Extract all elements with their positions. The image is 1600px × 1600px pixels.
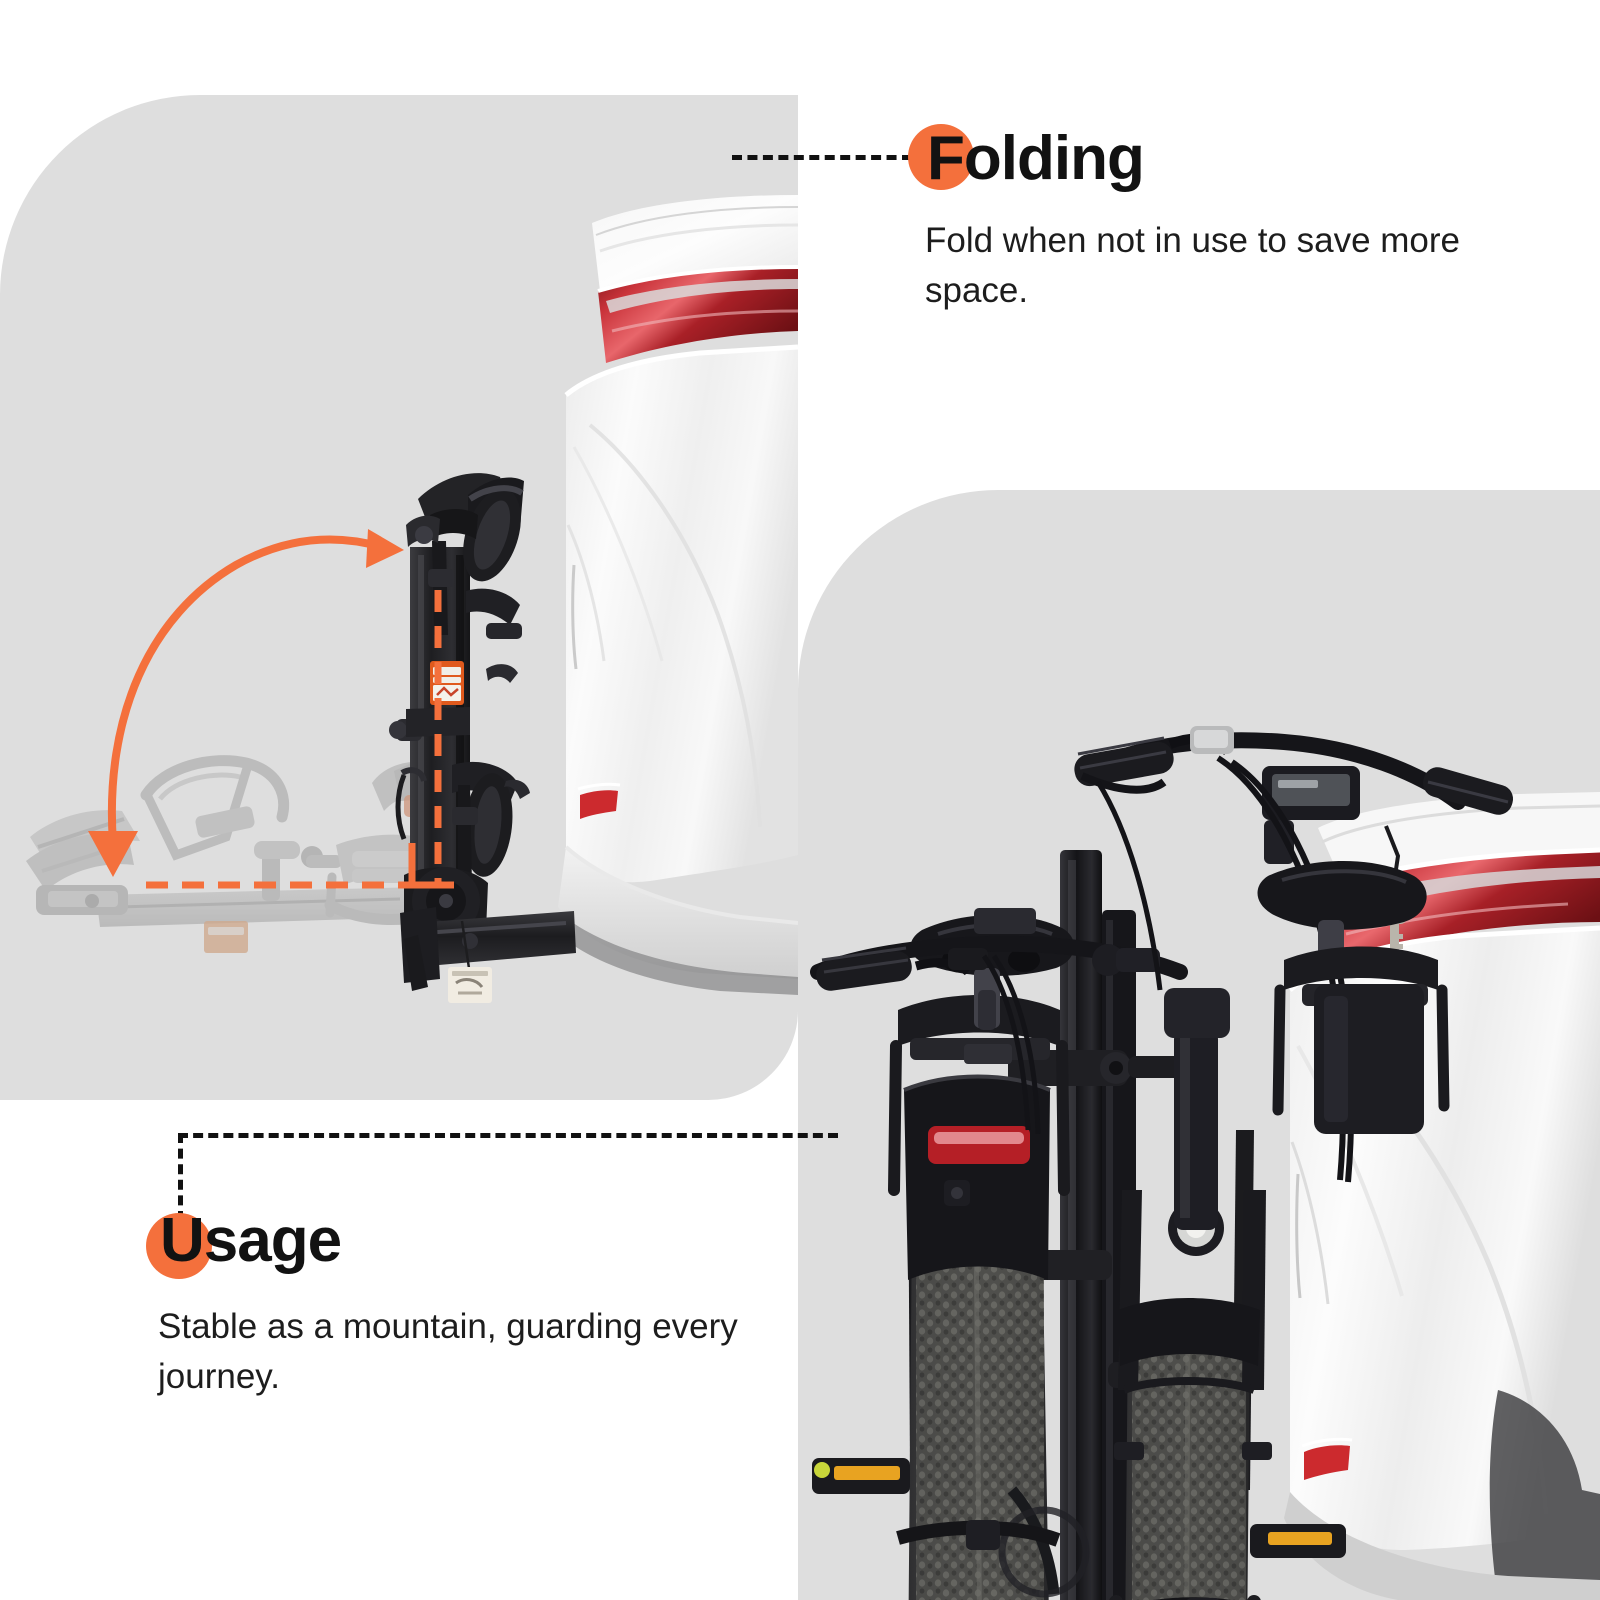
pedal-right — [1250, 1524, 1346, 1558]
feature-folding: Folding Fold when not in use to save mor… — [925, 128, 1545, 315]
car-rear-graphic — [556, 195, 798, 995]
product-hang-tag — [448, 920, 492, 1003]
arrowhead-up — [366, 529, 404, 568]
pedal-left — [812, 1458, 910, 1494]
guide-corner-bracket — [408, 843, 454, 889]
folding-scene-svg — [26, 195, 798, 1003]
connector-line-usage-horizontal — [178, 1133, 838, 1138]
usage-title: Usage — [160, 1206, 342, 1275]
folding-accent-dot — [908, 124, 974, 190]
folding-illustration — [0, 95, 798, 1100]
folding-description: Fold when not in use to save more space. — [925, 221, 1461, 310]
connector-line-usage-vertical — [178, 1133, 183, 1221]
rack-folded-upright — [389, 473, 576, 1003]
usage-scene-svg — [810, 726, 1600, 1600]
fold-guide-lines — [146, 590, 454, 889]
ebike-left — [810, 908, 1188, 1600]
usage-accent-dot — [146, 1213, 212, 1279]
connector-line-folding — [732, 155, 912, 160]
rear-light — [928, 1126, 1030, 1164]
fold-motion-arrow — [88, 529, 404, 877]
panel-usage — [798, 490, 1600, 1600]
ebike-right — [1074, 726, 1514, 1600]
folding-title: Folding — [927, 124, 1145, 193]
usage-illustration — [798, 490, 1600, 1600]
usage-description: Stable as a mountain, guarding every jou… — [158, 1307, 738, 1396]
feature-usage: Usage Stable as a mountain, guarding eve… — [158, 1210, 758, 1401]
panel-folding — [0, 95, 798, 1100]
ebike-display — [1262, 766, 1360, 820]
arrowhead-down — [88, 831, 138, 877]
